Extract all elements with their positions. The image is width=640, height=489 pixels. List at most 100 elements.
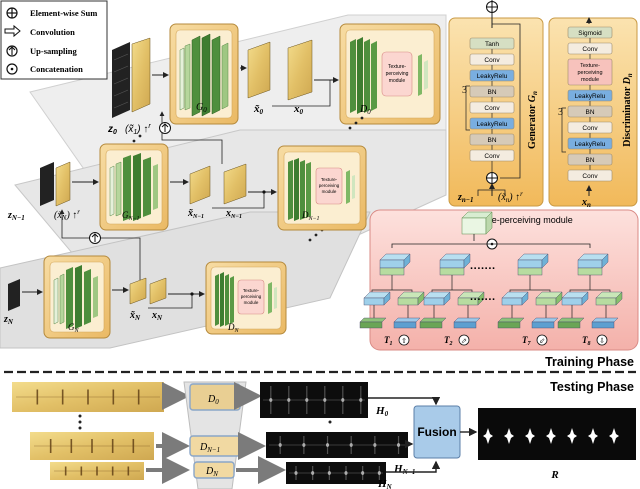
- noise-zN: [8, 279, 20, 311]
- direction-arrow-icon: ⬀: [461, 338, 467, 345]
- svg-text:xN−1: xN−1: [225, 208, 242, 220]
- result-r: [478, 408, 636, 460]
- generated-x0: [247, 41, 271, 99]
- upsampled-image-x1: [131, 37, 151, 113]
- transform-label: T7: [522, 335, 532, 347]
- upsample-n1-to-0: [159, 111, 223, 164]
- svg-text:H0: H0: [375, 405, 389, 418]
- svg-text:HN: HN: [377, 478, 393, 489]
- svg-text:x̃N: x̃N: [129, 310, 141, 322]
- svg-text:module: module: [581, 77, 599, 83]
- svg-text:perceiving: perceiving: [319, 183, 340, 188]
- d0-layers: [350, 37, 377, 114]
- noise-zN-1: [40, 162, 54, 206]
- gen-layer-label: BN: [487, 137, 496, 144]
- svg-text:Texture-perceiving module: Texture-perceiving module: [467, 215, 573, 225]
- svg-text:x̃N−1: x̃N−1: [187, 208, 204, 220]
- dis-layer-label: Conv: [582, 125, 598, 132]
- upsample-icon: [6, 45, 18, 57]
- dis-layer-label: BN: [585, 109, 594, 116]
- gen-layer-label: Conv: [484, 105, 500, 112]
- real-x0: [287, 39, 313, 101]
- svg-text:zn−1: zn−1: [457, 192, 474, 204]
- svg-text:x0: x0: [293, 103, 304, 116]
- svg-text:Texture-: Texture-: [580, 63, 600, 69]
- svg-text:zN: zN: [3, 314, 14, 326]
- svg-text:(x̃n) ↑r: (x̃n) ↑r: [498, 190, 523, 204]
- testing-phase: D0 DN−1 DN H0 HN−1 HN Fusion R: [12, 381, 636, 489]
- direction-arrow-icon: ⬃: [539, 338, 545, 345]
- gen-layer-label: Tanh: [485, 41, 499, 48]
- svg-text:Generator Gn: Generator Gn: [527, 91, 539, 149]
- gen-layer-label: Conv: [484, 153, 500, 160]
- gen-layer-label: Conv: [484, 57, 500, 64]
- upsample-n-to-n1: [59, 209, 141, 280]
- legend-concat: Concatenation: [30, 64, 83, 74]
- testing-phase-label: Testing Phase: [550, 380, 634, 394]
- svg-text:D0: D0: [207, 394, 219, 406]
- gen-layer-label: BN: [487, 89, 496, 96]
- svg-text:DN−1: DN−1: [199, 442, 220, 454]
- dis-layer-label: Conv: [582, 46, 598, 53]
- svg-text:(x̃1) ↑r: (x̃1) ↑r: [125, 123, 151, 136]
- noise-z0: [112, 42, 130, 118]
- svg-text:3: 3: [558, 107, 563, 118]
- svg-text:DN: DN: [205, 466, 218, 478]
- scale-n-1: zN−1 (x̃N) ↑r GN−1 x̃N−1 xN−1: [7, 143, 367, 231]
- transform-label: T2: [444, 335, 453, 347]
- svg-text:Texture-: Texture-: [388, 64, 406, 70]
- svg-text:DN: DN: [227, 322, 240, 334]
- svg-text:xN: xN: [151, 310, 163, 322]
- svg-text:perceiving: perceiving: [386, 71, 409, 77]
- sum-icon: [6, 7, 18, 19]
- svg-text:module: module: [244, 300, 259, 305]
- concat-icon: [6, 63, 18, 75]
- svg-text:Texture-: Texture-: [321, 177, 338, 182]
- svg-text:module: module: [389, 78, 406, 84]
- svg-text:G0: G0: [196, 102, 207, 114]
- transform-label: T8: [582, 335, 591, 347]
- scale-0: z0 (x̃1) ↑r G0 x̃0 x0: [107, 23, 441, 136]
- svg-text:perceiving: perceiving: [241, 294, 262, 299]
- svg-text:xn: xn: [581, 197, 591, 209]
- svg-text:Fusion: Fusion: [417, 425, 456, 439]
- legend-sum: Element-wise Sum: [30, 8, 97, 18]
- legend-up: Up-sampling: [30, 46, 78, 56]
- legend-conv: Convolution: [30, 27, 75, 37]
- direction-icon: [596, 334, 608, 346]
- svg-text:module: module: [322, 189, 337, 194]
- direction-icon: [398, 334, 410, 346]
- gen-layer-label: LeakyRelu: [477, 121, 508, 128]
- transform-label: T1: [384, 335, 393, 347]
- dis-layer-label: LeakyRelu: [575, 141, 606, 148]
- legend: Element-wise Sum Convolution Up-sampling…: [0, 0, 108, 80]
- svg-text:GN: GN: [68, 322, 80, 334]
- svg-text:x̃0: x̃0: [253, 103, 264, 116]
- svg-text:·······: ·······: [470, 294, 496, 306]
- direction-icon: [536, 334, 548, 346]
- svg-text:Discriminator Dn: Discriminator Dn: [622, 73, 634, 147]
- discriminator-panel: SigmoidConvTexture-perceivingmoduleTextu…: [548, 17, 638, 209]
- dis-layer: [567, 169, 613, 182]
- training-phase-label: Training Phase: [545, 355, 634, 369]
- scale-n: zN GN x̃N xN Texture- perceivi: [3, 255, 287, 339]
- svg-text:zN−1: zN−1: [7, 210, 25, 222]
- svg-text:D0: D0: [359, 104, 371, 116]
- direction-arrow-icon: ⇩: [599, 337, 605, 345]
- direction-icon: [458, 334, 470, 346]
- svg-text:3: 3: [462, 85, 467, 96]
- svg-text:GN−1: GN−1: [122, 210, 140, 222]
- g0-layers: [179, 33, 229, 117]
- dis-layer-label: LeakyRelu: [575, 93, 606, 100]
- direction-arrow-icon: ⇧: [401, 337, 407, 345]
- test-dN: [193, 461, 235, 479]
- svg-text:HN−1: HN−1: [393, 463, 415, 476]
- svg-text:·······: ·······: [470, 263, 496, 275]
- svg-text:R: R: [550, 469, 558, 481]
- d0-tpm: [381, 51, 413, 97]
- svg-text:DN−1: DN−1: [301, 210, 320, 222]
- svg-text:(x̃N) ↑r: (x̃N) ↑r: [54, 208, 80, 222]
